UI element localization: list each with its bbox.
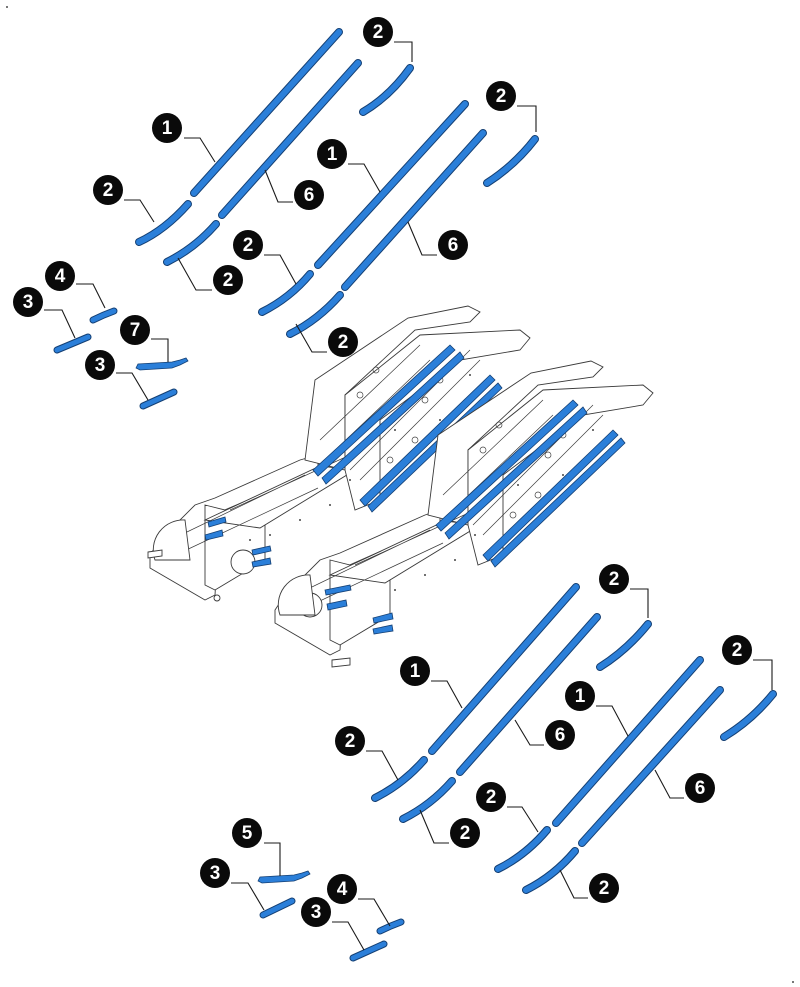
part-3-top-a[interactable] [53, 333, 92, 354]
conveyor-frame-b [274, 360, 654, 668]
part-4-bottom[interactable] [376, 918, 405, 935]
callout-part-7[interactable]: 7 [120, 315, 150, 345]
part-2-strip-top-a2[interactable] [163, 220, 220, 266]
callout-part-2[interactable]: 2 [213, 265, 243, 295]
part-6-strip-bottom-a[interactable] [456, 613, 601, 776]
part-1-strip-top-a[interactable] [190, 28, 343, 197]
callout-part-3[interactable]: 3 [85, 350, 115, 380]
callout-part-2[interactable]: 2 [589, 873, 619, 903]
callout-part-2[interactable]: 2 [233, 230, 263, 260]
callout-part-3[interactable]: 3 [13, 287, 43, 317]
callout-part-2[interactable]: 2 [722, 635, 752, 665]
part-2-strip-bottom-a1[interactable] [371, 756, 428, 802]
callout-part-5[interactable]: 5 [232, 818, 262, 848]
part-3-bottom-b[interactable] [349, 940, 388, 962]
callout-part-3[interactable]: 3 [200, 858, 230, 888]
part-2-strip-top-a1[interactable] [135, 200, 192, 246]
callout-part-4[interactable]: 4 [327, 874, 357, 904]
part-2-strip-bottom-a3[interactable] [596, 620, 652, 671]
callout-part-1[interactable]: 1 [565, 681, 595, 711]
part-2-strip-top-b1[interactable] [258, 270, 314, 316]
callout-part-2[interactable]: 2 [335, 726, 365, 756]
part-2-strip-top-b2[interactable] [286, 291, 344, 338]
callout-part-6[interactable]: 6 [438, 230, 468, 260]
part-3-bottom-a[interactable] [259, 897, 296, 919]
callout-part-3[interactable]: 3 [301, 897, 331, 927]
part-4-top[interactable] [89, 307, 118, 324]
part-2-strip-top-b3[interactable] [483, 135, 539, 187]
part-6-strip-top-a[interactable] [218, 59, 362, 219]
callout-part-1[interactable]: 1 [152, 113, 182, 143]
part-1-strip-bottom-a[interactable] [428, 583, 580, 755]
callout-part-2[interactable]: 2 [363, 17, 393, 47]
part-1-strip-top-b[interactable] [314, 100, 469, 269]
part-6-strip-top-b[interactable] [341, 129, 487, 291]
conveyor-frame-a [147, 305, 531, 602]
callout-part-4[interactable]: 4 [45, 261, 75, 291]
part-2-strip-bottom-b3[interactable] [720, 690, 777, 741]
part-2-strip-bottom-b1[interactable] [494, 826, 551, 873]
leader-lines [44, 41, 773, 951]
callout-part-6[interactable]: 6 [545, 720, 575, 750]
part-6-strip-bottom-b[interactable] [578, 686, 724, 847]
callout-part-6[interactable]: 6 [294, 180, 324, 210]
part-7-bracket[interactable] [135, 357, 189, 371]
callout-part-2[interactable]: 2 [450, 818, 480, 848]
part-2-strip-top-a3[interactable] [359, 64, 414, 116]
callout-part-6[interactable]: 6 [685, 773, 715, 803]
part-2-strip-bottom-a2[interactable] [399, 777, 456, 823]
corner-mark-bottom-right [792, 981, 794, 983]
callout-part-2[interactable]: 2 [476, 782, 506, 812]
corner-mark-top-left [6, 6, 8, 8]
callout-part-2[interactable]: 2 [486, 81, 516, 111]
callout-part-2[interactable]: 2 [93, 175, 123, 205]
part-5-bracket[interactable] [257, 870, 311, 884]
callout-part-2[interactable]: 2 [328, 327, 358, 357]
part-2-strip-bottom-b2[interactable] [522, 847, 579, 894]
callout-part-1[interactable]: 1 [317, 139, 347, 169]
callout-part-1[interactable]: 1 [400, 656, 430, 686]
callout-part-2[interactable]: 2 [599, 564, 629, 594]
part-1-strip-bottom-b[interactable] [552, 656, 704, 827]
part-3-top-b[interactable] [139, 388, 178, 410]
